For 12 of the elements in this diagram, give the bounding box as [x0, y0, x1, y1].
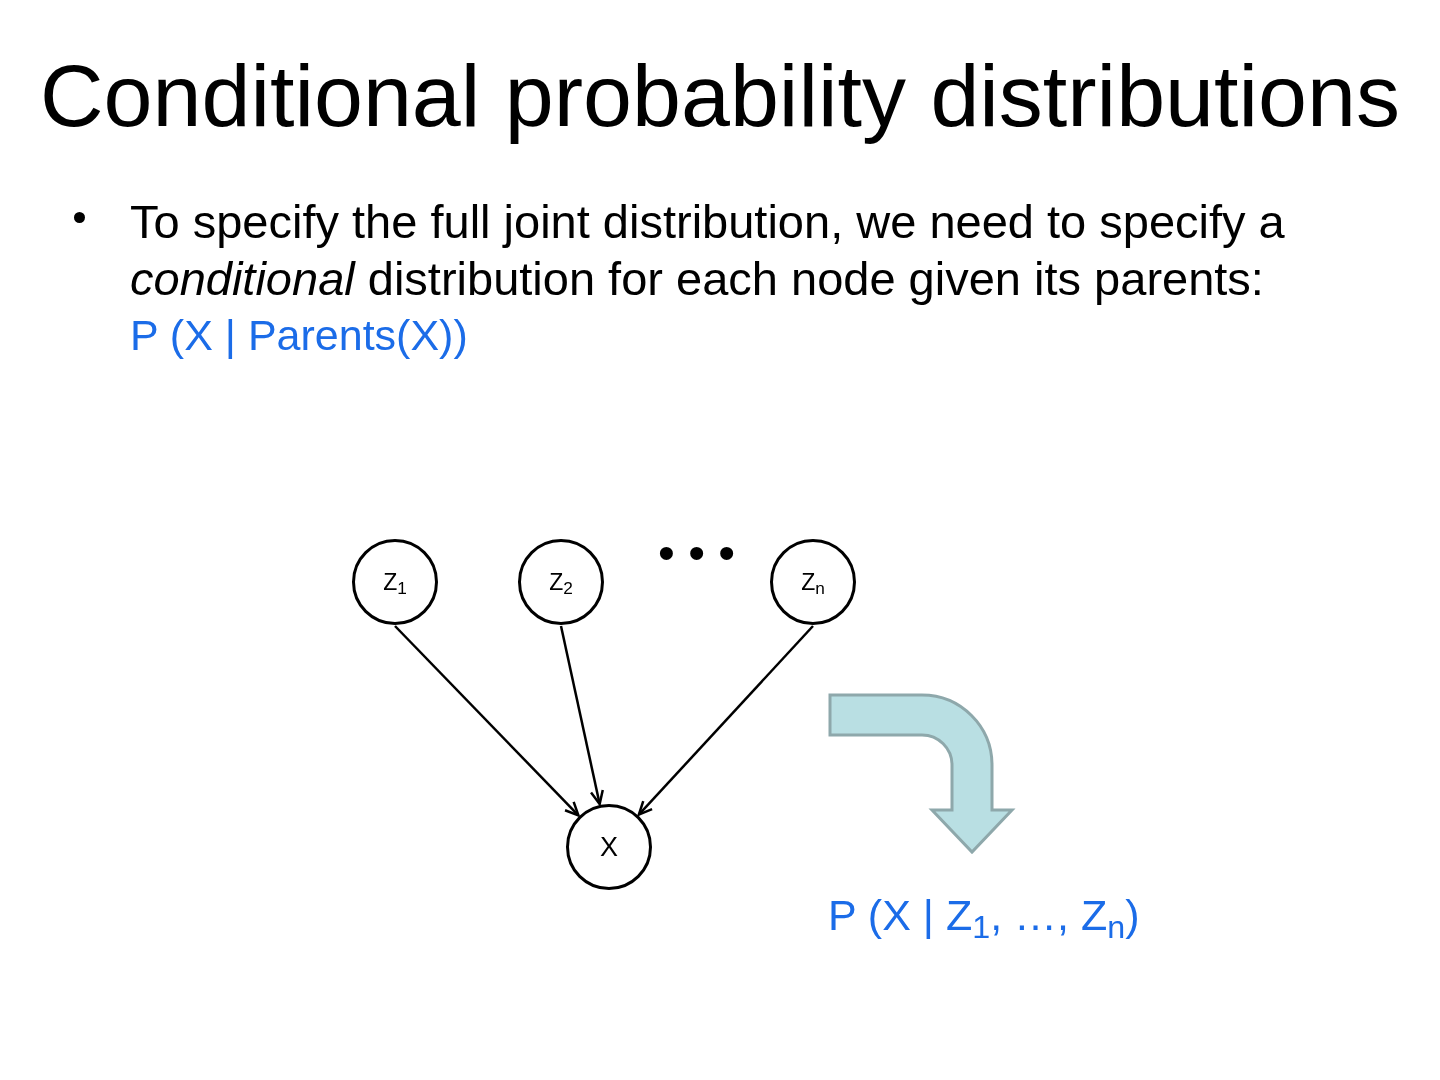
node-label: X: [600, 833, 618, 861]
node-label: Z$_{2}$: [549, 570, 573, 594]
formula-text: P (X | Parents(X)): [130, 310, 468, 361]
arrow: [637, 625, 814, 816]
node-label: Z$_{1}$: [383, 570, 407, 594]
formula-text: P (X | Z$_{1}$, …, Z$_{n}$): [828, 891, 1140, 939]
node-label: Z$_{n}$: [801, 570, 825, 594]
ellipsis-text: • • •: [658, 541, 736, 565]
variable-node: [566, 804, 652, 890]
arrow: [394, 625, 580, 817]
arrow: [559, 625, 604, 806]
bullet-text: To specify the full joint distribution, we need to specify a conditional distribution for each node given its parents:: [130, 194, 1286, 307]
